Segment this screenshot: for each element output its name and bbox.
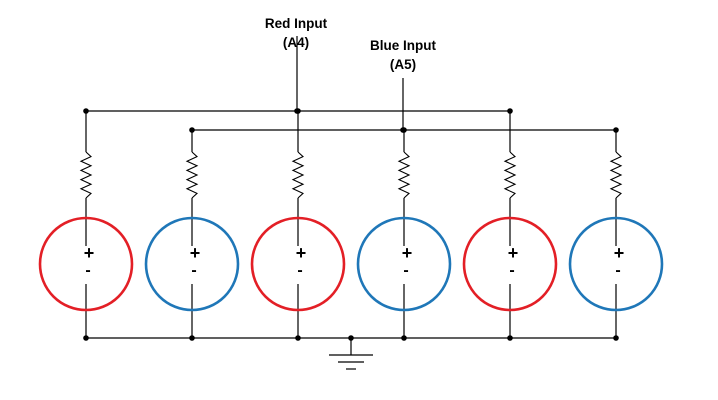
led-icon [144, 216, 240, 312]
red-input-pin: (A4) [282, 35, 310, 50]
led-minus-sign: - [615, 262, 620, 279]
led-plus-sign: + [84, 243, 95, 263]
junction-node [295, 335, 301, 341]
junction-node [400, 127, 406, 133]
led-plus-sign: + [190, 243, 201, 263]
led-icon [462, 216, 558, 312]
led-minus-sign: - [191, 262, 196, 279]
junction-node [189, 335, 195, 341]
resistor-icon [185, 151, 199, 199]
leds: +-+-+-+-+-+- [38, 216, 664, 312]
led-icon [38, 216, 134, 312]
junction-node [83, 108, 89, 114]
led-minus-sign: - [297, 262, 302, 279]
junction-node [507, 108, 513, 114]
blue-input-name: Blue Input [370, 38, 436, 53]
junction-node [401, 335, 407, 341]
junction-node [613, 127, 619, 133]
junction-node [613, 335, 619, 341]
resistors [79, 151, 623, 199]
junction-nodes [83, 108, 619, 341]
led-plus-sign: + [614, 243, 625, 263]
led-minus-sign: - [509, 262, 514, 279]
junction-node [294, 108, 300, 114]
wires [85, 36, 617, 339]
led-icon [568, 216, 664, 312]
led-plus-sign: + [296, 243, 307, 263]
red-input-name: Red Input [264, 16, 328, 31]
blue-input-label: Blue Input (A5) [353, 36, 453, 74]
led-minus-sign: - [85, 262, 90, 279]
junction-node [507, 335, 513, 341]
led-plus-sign: + [508, 243, 519, 263]
led-icon [356, 216, 452, 312]
led-minus-sign: - [403, 262, 408, 279]
junction-node [83, 335, 89, 341]
junction-node [189, 127, 195, 133]
resistor-icon [79, 151, 93, 199]
resistor-icon [609, 151, 623, 199]
red-input-label: Red Input (A4) [246, 14, 346, 52]
ground-icon [329, 335, 373, 370]
blue-input-pin: (A5) [389, 57, 417, 72]
led-icon [250, 216, 346, 312]
resistor-icon [291, 151, 305, 199]
resistor-icon [503, 151, 517, 199]
led-plus-sign: + [402, 243, 413, 263]
resistor-icon [397, 151, 411, 199]
